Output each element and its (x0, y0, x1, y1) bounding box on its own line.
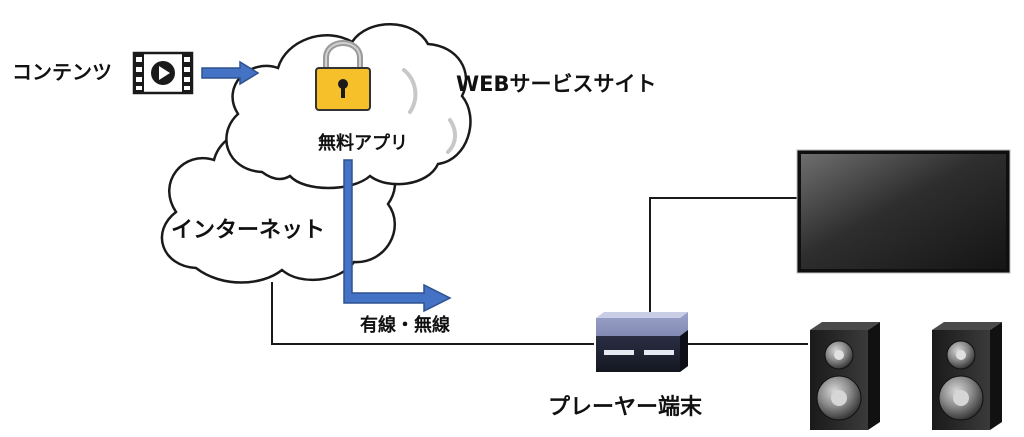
speaker-icon (932, 322, 1002, 430)
padlock-icon (315, 40, 371, 111)
monitor-icon (796, 149, 1011, 274)
connection-lines (271, 197, 808, 345)
film-play-icon (132, 51, 194, 95)
content-label: コンテンツ (12, 60, 112, 84)
free-app-label: 無料アプリ (318, 133, 408, 154)
player-terminal-label: プレーヤー端末 (548, 395, 703, 420)
connection-label: 有線・無線 (360, 315, 450, 336)
cloud-shine-arc (402, 68, 418, 114)
cloud-shine-arc (446, 118, 457, 154)
content-upload-arrow (201, 60, 260, 86)
speaker-icon (810, 322, 880, 430)
internet-label: インターネット (171, 218, 326, 243)
player-device-icon (596, 312, 688, 372)
app-download-arrow (343, 159, 452, 313)
player-to-display-line (649, 197, 800, 312)
internet-to-player-line (271, 282, 594, 345)
web-service-site-label: WEBサービスサイト (456, 72, 657, 96)
